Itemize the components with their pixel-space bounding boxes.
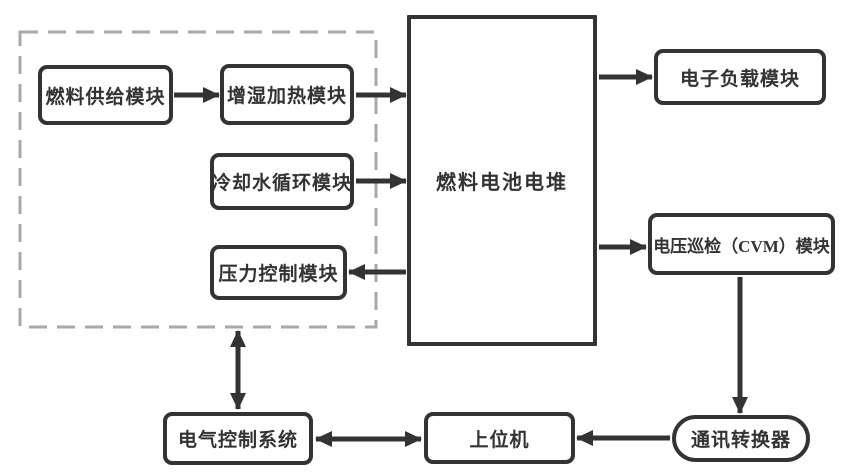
node-humidifier-heater: 增湿加热模块 <box>220 64 354 125</box>
node-comm-converter-label: 通讯转换器 <box>690 430 791 451</box>
node-cvm: 电压巡检（CVM）模块 <box>648 213 835 275</box>
node-electrical-control: 电气控制系统 <box>163 412 313 465</box>
node-pressure-control-label: 压力控制模块 <box>218 264 339 285</box>
node-comm-converter: 通讯转换器 <box>672 415 810 462</box>
dashed-module-group <box>18 30 378 329</box>
node-pressure-control: 压力控制模块 <box>210 245 347 300</box>
node-cvm-label: 电压巡检（CVM）模块 <box>653 236 830 256</box>
node-electronic-load: 电子负载模块 <box>654 49 826 105</box>
node-host-computer: 上位机 <box>424 412 575 464</box>
node-cooling-water: 冷却水循环模块 <box>210 153 354 210</box>
node-humidifier-heater-label: 增湿加热模块 <box>226 86 347 107</box>
node-cooling-water-label: 冷却水循环模块 <box>212 173 353 194</box>
node-host-computer-label: 上位机 <box>469 429 530 451</box>
node-fuel-cell-stack-label: 燃料电池电堆 <box>436 172 568 194</box>
node-electronic-load-label: 电子负载模块 <box>679 68 800 90</box>
node-fuel-supply: 燃料供给模块 <box>38 65 173 125</box>
node-fuel-cell-stack: 燃料电池电堆 <box>407 15 597 346</box>
node-fuel-supply-label: 燃料供给模块 <box>45 86 166 108</box>
node-electrical-control-label: 电气控制系统 <box>177 430 298 451</box>
